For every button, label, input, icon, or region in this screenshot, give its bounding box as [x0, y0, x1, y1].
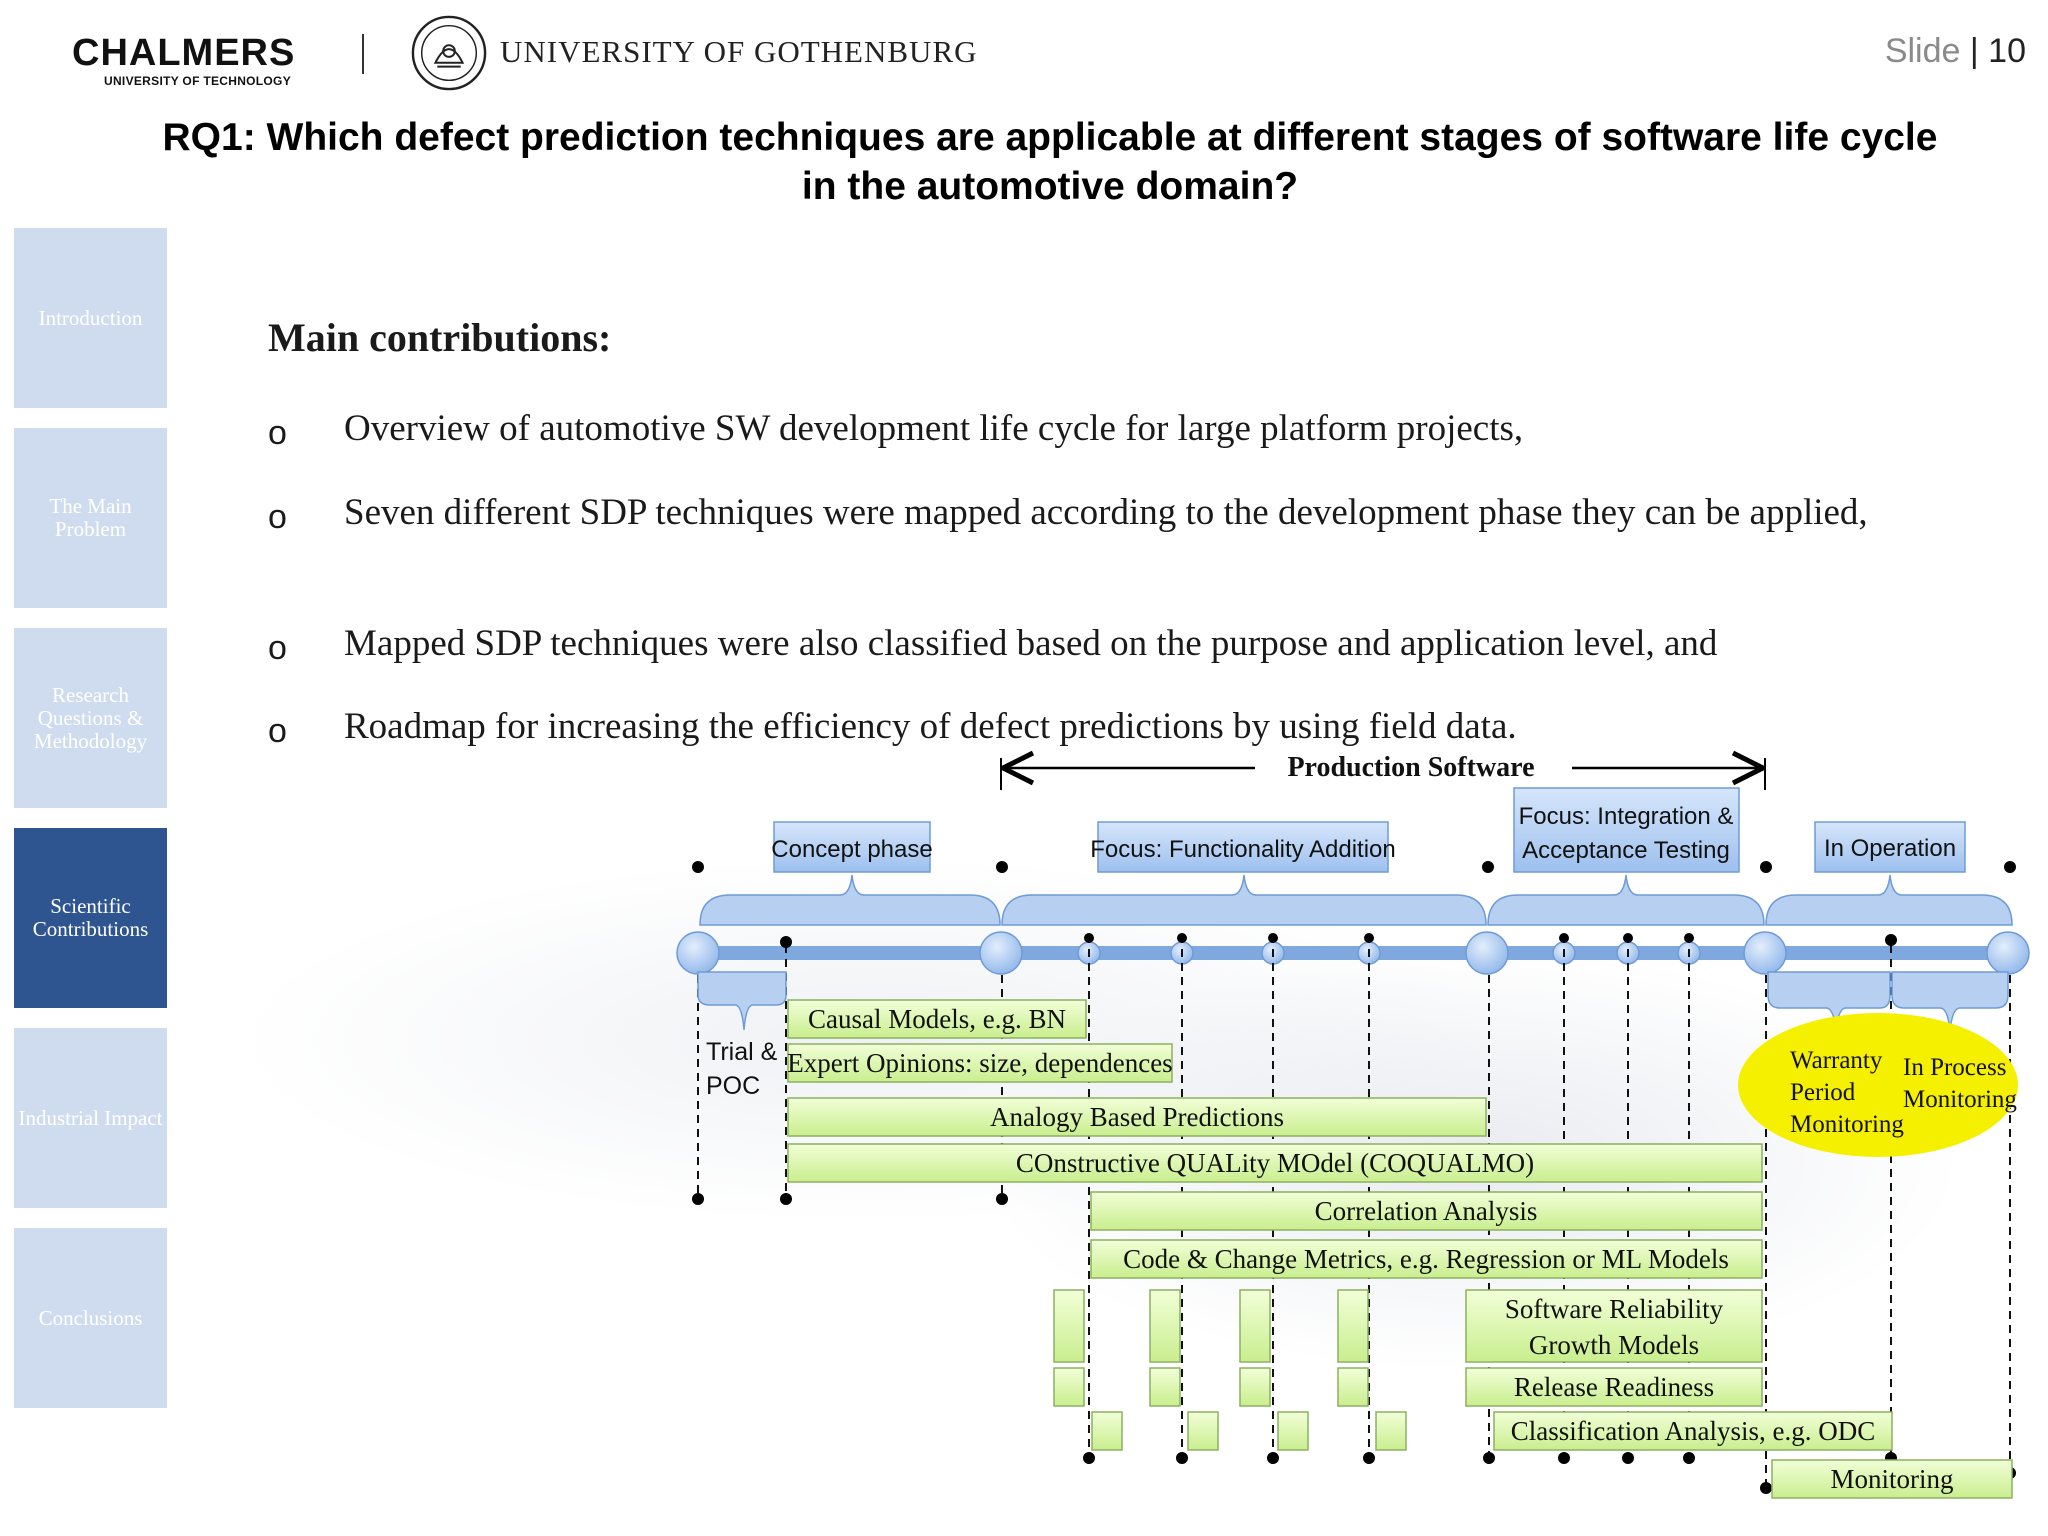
gothenburg-logo-text: UNIVERSITY OF GOTHENBURG	[500, 34, 978, 69]
bullet-text: Seven different SDP techniques were mapp…	[344, 492, 1868, 533]
chalmers-logo-subtitle: UNIVERSITY OF TECHNOLOGY	[104, 74, 291, 88]
bullet-text: Roadmap for increasing the efficiency of…	[344, 706, 1517, 747]
production-software-label: Production Software	[1287, 752, 1534, 783]
bullet-marker: o	[268, 629, 287, 667]
technique-bars: Causal Models, e.g. BN Expert Opinions: …	[787, 999, 2013, 1499]
iteration-blocks	[1053, 1289, 1407, 1451]
nav-item-conclusions[interactable]: Conclusions	[14, 1228, 167, 1408]
milestone-markers-top	[692, 861, 2016, 873]
bullet-marker: o	[268, 712, 287, 750]
bullet-text: Overview of automotive SW development li…	[344, 408, 1524, 449]
trial-poc-label: Trial & POC	[706, 1038, 778, 1100]
svg-text:Warranty: Warranty	[1790, 1047, 1883, 1074]
production-software-arrow: Production Software	[1000, 752, 1766, 790]
slide-separator: |	[1960, 32, 1989, 70]
slide-label: Slide	[1884, 32, 1961, 70]
svg-text:Software Reliability: Software Reliability	[1505, 1294, 1724, 1324]
nav-item-main-problem[interactable]: The Main Problem	[14, 428, 167, 608]
chalmers-logo: CHALMERS	[72, 32, 296, 74]
phase-label: In Operation	[1824, 835, 1956, 862]
slide-number-value: 10	[1988, 32, 2026, 70]
phase-brackets	[699, 874, 2013, 926]
svg-text:Growth Models: Growth Models	[1529, 1330, 1699, 1360]
svg-text:Monitoring: Monitoring	[1903, 1086, 2017, 1113]
svg-text:Trial &: Trial &	[706, 1038, 778, 1066]
university-seal-icon	[411, 15, 487, 91]
bullet-marker: o	[268, 414, 287, 452]
milestone-markers-bottom	[692, 933, 2016, 1494]
phase-integration: Focus: Integration & Acceptance Testing	[1513, 787, 1740, 873]
technique-expert-opinions: Expert Opinions: size, dependences	[787, 1043, 1173, 1083]
svg-text:Expert Opinions: size, depende: Expert Opinions: size, dependences	[787, 1048, 1172, 1078]
technique-monitoring: Monitoring	[1771, 1459, 2013, 1499]
svg-text:Correlation Analysis: Correlation Analysis	[1315, 1196, 1538, 1226]
logo-separator	[362, 34, 364, 74]
svg-text:Period: Period	[1790, 1079, 1856, 1106]
svg-text:POC: POC	[706, 1072, 760, 1100]
bullet-text: Mapped SDP techniques were also classifi…	[344, 623, 1718, 664]
technique-srgm: Software Reliability Growth Models	[1465, 1289, 1763, 1363]
technique-coqualmo: COnstructive QUALity MOdel (COQUALMO)	[787, 1143, 1763, 1183]
phase-label-line1: Focus: Integration &	[1519, 803, 1734, 830]
svg-text:Release Readiness: Release Readiness	[1514, 1372, 1714, 1402]
operation-monitoring-highlight: Warranty Period Monitoring In Process Mo…	[1738, 1013, 2018, 1157]
slide-number: Slide | 10	[1885, 32, 2026, 71]
svg-text:In Process: In Process	[1903, 1054, 2006, 1081]
technique-release-readiness: Release Readiness	[1465, 1367, 1763, 1407]
svg-text:Classification Analysis, e.g.: Classification Analysis, e.g. ODC	[1511, 1416, 1875, 1446]
technique-analogy: Analogy Based Predictions	[787, 1097, 1487, 1137]
slide-title: RQ1: Which defect prediction techniques …	[162, 116, 1938, 208]
nav-item-introduction[interactable]: Introduction	[14, 228, 167, 408]
technique-causal-models: Causal Models, e.g. BN	[787, 999, 1087, 1039]
nav-item-research-questions[interactable]: Research Questions & Methodology	[14, 628, 167, 808]
svg-text:COnstructive QUALity MOdel (CO: COnstructive QUALity MOdel (COQUALMO)	[1016, 1148, 1534, 1178]
technique-correlation: Correlation Analysis	[1090, 1191, 1763, 1231]
nav-item-industrial-impact[interactable]: Industrial Impact	[14, 1028, 167, 1208]
technique-classification: Classification Analysis, e.g. ODC	[1493, 1411, 1893, 1451]
contributions-heading: Main contributions:	[268, 315, 612, 360]
nav-item-scientific-contributions[interactable]: Scientific Contributions	[14, 828, 167, 1008]
phase-label: Concept phase	[771, 836, 932, 863]
technique-code-change-metrics: Code & Change Metrics, e.g. Regression o…	[1090, 1239, 1763, 1279]
phase-label: Focus: Functionality Addition	[1090, 836, 1396, 863]
svg-text:Analogy Based Predictions: Analogy Based Predictions	[990, 1102, 1284, 1132]
phase-concept: Concept phase	[771, 821, 933, 873]
svg-text:Monitoring: Monitoring	[1830, 1464, 1953, 1494]
svg-text:Code & Change Metrics, e.g. Re: Code & Change Metrics, e.g. Regression o…	[1123, 1244, 1729, 1274]
phase-functionality: Focus: Functionality Addition	[1090, 821, 1396, 873]
phase-label-line2: Acceptance Testing	[1522, 837, 1730, 864]
phase-operation: In Operation	[1814, 821, 1966, 873]
bullet-marker: o	[268, 498, 287, 536]
svg-text:Monitoring: Monitoring	[1790, 1111, 1904, 1138]
svg-text:Causal Models, e.g. BN: Causal Models, e.g. BN	[808, 1004, 1066, 1034]
timeline	[676, 931, 2030, 975]
